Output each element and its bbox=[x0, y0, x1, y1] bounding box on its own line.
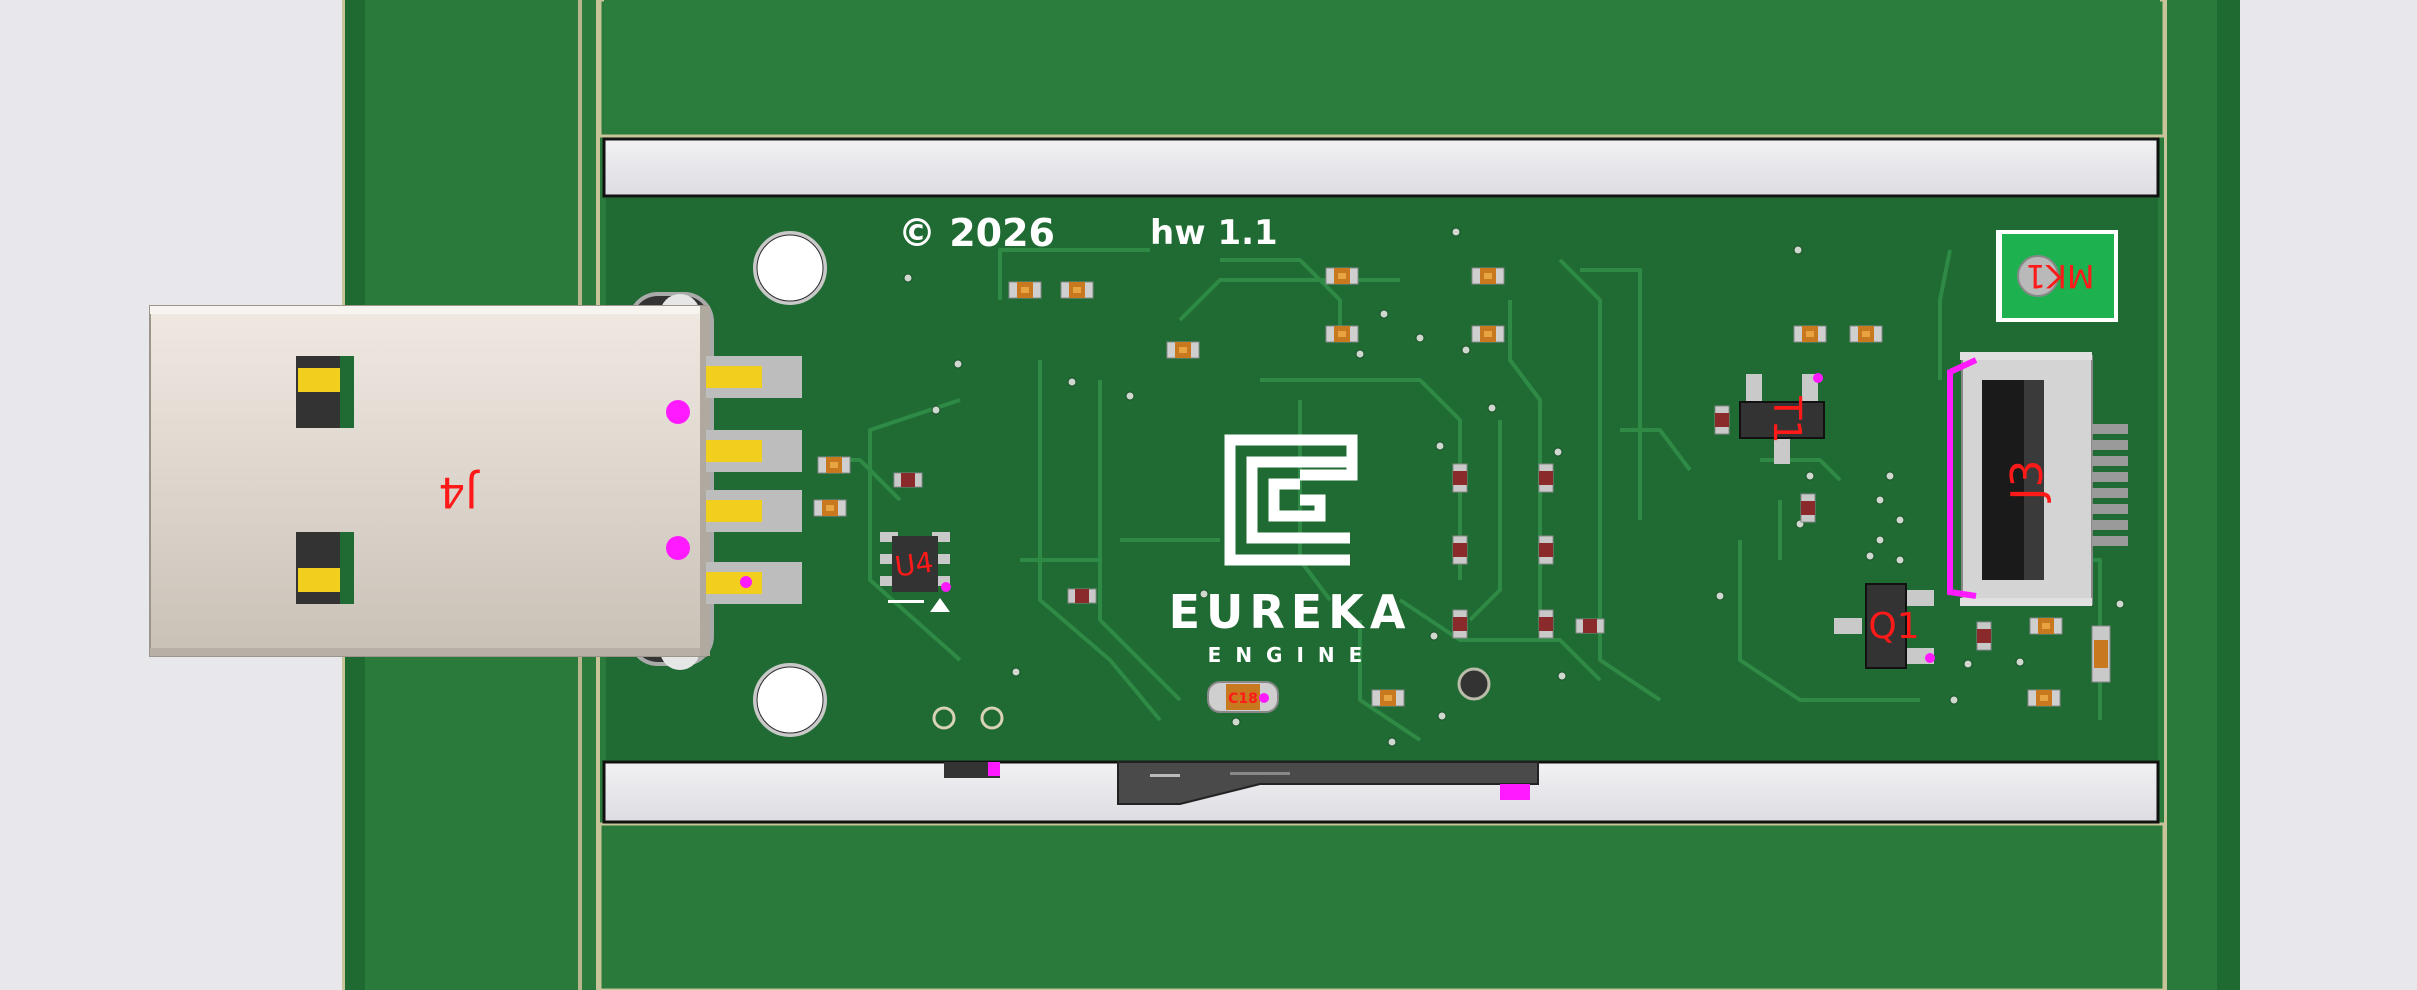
microphone-mk1: MK1 bbox=[1996, 230, 2118, 322]
transistor-q1: Q1 bbox=[1834, 583, 1935, 669]
refdes-j3: J3 bbox=[2002, 460, 2053, 504]
pcb-board bbox=[606, 198, 2158, 760]
logo-title: EUREKA bbox=[1169, 585, 1412, 639]
bottom-side-parts bbox=[944, 761, 1539, 805]
copyright-text: © 2026 bbox=[898, 211, 1055, 255]
panel-top-strip bbox=[598, 0, 2166, 138]
refdes-t1: T1 bbox=[1765, 395, 1809, 443]
refdes-u4: U4 bbox=[893, 545, 936, 583]
ic-u4: U4 bbox=[880, 532, 951, 612]
logo-subtitle: ENGINE bbox=[1208, 643, 1377, 667]
eureka-engine-logo bbox=[1224, 434, 1358, 566]
capacitor-c18: C18 bbox=[1207, 681, 1279, 713]
refdes-mk1: MK1 bbox=[2026, 257, 2095, 295]
mounting-hole-icon bbox=[753, 231, 827, 737]
refdes-q1: Q1 bbox=[1868, 606, 1919, 647]
routing-slot-top bbox=[602, 137, 2160, 198]
hw-version-text: hw 1.1 bbox=[1150, 213, 1278, 253]
connector-j3: J3 bbox=[1947, 352, 2128, 606]
resistor-right-edge bbox=[2091, 625, 2111, 683]
usb-connector-j4: J4 bbox=[149, 292, 714, 670]
transistor-t1: T1 bbox=[1739, 373, 1825, 464]
refdes-c18: C18 bbox=[1228, 691, 1258, 707]
via-large bbox=[1457, 667, 1491, 701]
refdes-j4: J4 bbox=[438, 468, 480, 517]
test-points bbox=[932, 706, 1004, 730]
usb-contact-pads bbox=[706, 356, 802, 604]
panel-bottom-strip bbox=[598, 822, 2166, 990]
